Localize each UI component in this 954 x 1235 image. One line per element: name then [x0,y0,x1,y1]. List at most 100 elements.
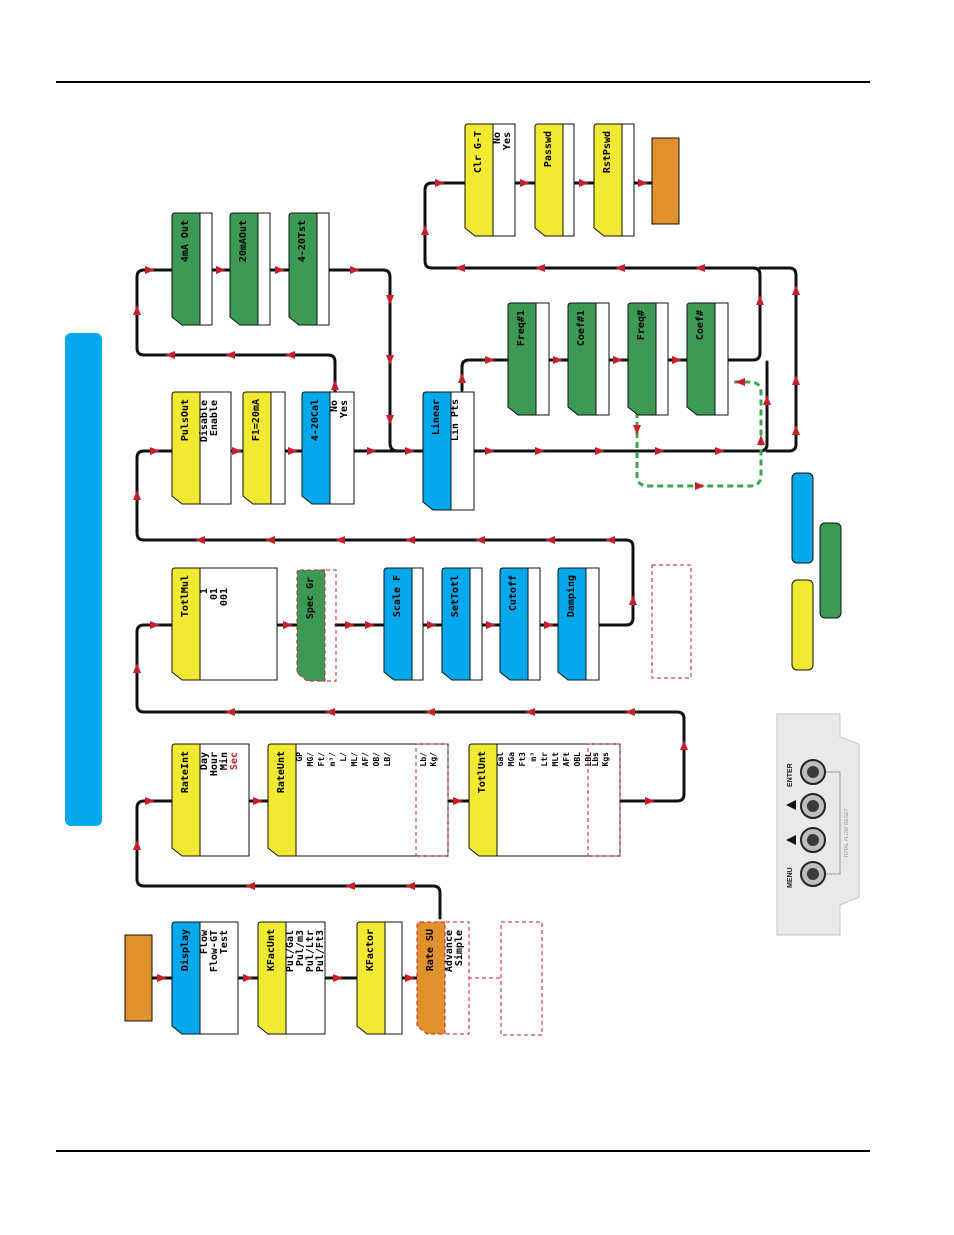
damping-title: Damping [565,575,577,617]
specgr-title: Spec Gr [305,577,316,619]
flow-arrow-icon [275,266,285,274]
settotl-title: SetTotl [450,575,461,617]
linear-tab [422,391,452,511]
tst420-title: 4-20Tst [297,220,308,262]
flow-arrow-icon [243,974,253,982]
totlunt-title: TotlUnt [477,751,488,793]
kfacunt-option: Pul/Ft3 [315,930,326,972]
flow-arrow-icon [245,882,255,890]
flow-arrow-icon [157,974,167,982]
flow-arrow-icon [133,840,141,850]
ratesu-title: Rate SU [425,929,436,971]
flow-arrow-icon [458,373,466,383]
menu-block-coef1: Coef#1 [567,302,610,416]
display-option: Test [219,930,230,954]
passwd-tab [534,123,564,237]
menu-block-f1: F1=20mA [242,391,286,505]
totlmul-title: TotlMul [180,575,191,617]
ratesu-option: Advance [444,930,455,972]
flow-arrow-icon [331,380,339,390]
cal420-tab [301,391,331,505]
display-panel [193,921,239,1035]
flow-arrow-icon [386,415,394,425]
keypad-panel: ENTER MENU TOTAL FLOW RESET [776,713,860,936]
flow-arrow-icon [145,266,155,274]
down-button[interactable] [800,827,826,853]
flow-arrow-icon [427,621,437,629]
flow-arrow-icon [579,179,589,187]
legend-yellow [791,579,814,671]
totlunt-tab [468,743,498,857]
flow-line-loop [423,181,762,362]
rateint-option: Min [218,752,230,770]
damping-tab [557,567,587,681]
flow-arrow-icon [345,621,355,629]
flow-arrow-icon [288,447,298,455]
pulsout-option: Enable [209,400,220,436]
flow-arrow-icon [475,536,485,544]
flow-arrow-icon [695,264,705,272]
rateunt-extra-option: Kg/ [429,752,438,767]
legend-blue [791,472,814,564]
flow-arrow-icon [792,375,800,385]
reset-label: TOTAL FLOW RESET [844,808,850,858]
flow-arrow-icon [625,708,635,716]
flow-arrow-icon [520,179,530,187]
scalef-title: Scale F [392,575,403,617]
flow-arrow-icon [350,266,360,274]
cutoff-tab [499,567,529,681]
flow-arrow-icon [333,974,343,982]
rateint-option: Hour [209,752,220,776]
freq1-title: Freq#1 [516,310,527,346]
flow-arrow-icon [486,621,496,629]
totlunt-extra-option: Lbs [591,752,600,767]
rateint-panel [193,743,250,857]
flow-arrow-icon [525,708,535,716]
flow-arrow-icon [485,356,495,364]
flow-line-cal-branch [135,268,337,413]
ratesu-tab [416,921,446,1035]
down-arrow-icon [786,835,796,845]
menu-button[interactable] [800,861,826,887]
top-rule [56,81,870,83]
enter-button[interactable] [800,759,826,785]
totlunt-option: AFt [562,752,571,767]
reset-bracket [826,771,841,875]
totlmul-option: 01 [209,588,220,600]
flow-arrow-icon [216,266,226,274]
flow-arrow-icon [253,797,263,805]
flow-arrow-icon [756,295,764,305]
totlmul-option: 001 [219,588,230,606]
flow-arrow-icon [425,708,435,716]
menu-block-scalef: Scale F [383,567,424,681]
dashed-loop [635,380,763,488]
totlunt-extra-group [587,743,621,857]
freqn-tab [627,302,657,416]
flow-arrow-icon [629,595,637,605]
up-button[interactable] [800,793,826,819]
flow-arrow-icon [485,447,495,455]
rateunt-option: GP [295,752,304,762]
flow-arrow-icon [285,351,295,359]
flow-arrow-icon [195,536,205,544]
flow-arrow-icon [405,882,415,890]
coefn-tab [686,302,716,416]
specgr-tab [296,569,326,682]
flow-arrow-icon [763,395,771,405]
flow-arrow-icon [133,663,141,673]
out4ma-tab [171,212,201,326]
tst420-tab [288,212,318,326]
f1-tab [242,391,272,505]
kfacunt-option: Pul/Gal [285,930,296,972]
flow-arrow-icon [595,447,605,455]
out20ma-title: 20mAOut [238,220,249,262]
legend-orange-start [124,934,153,1022]
